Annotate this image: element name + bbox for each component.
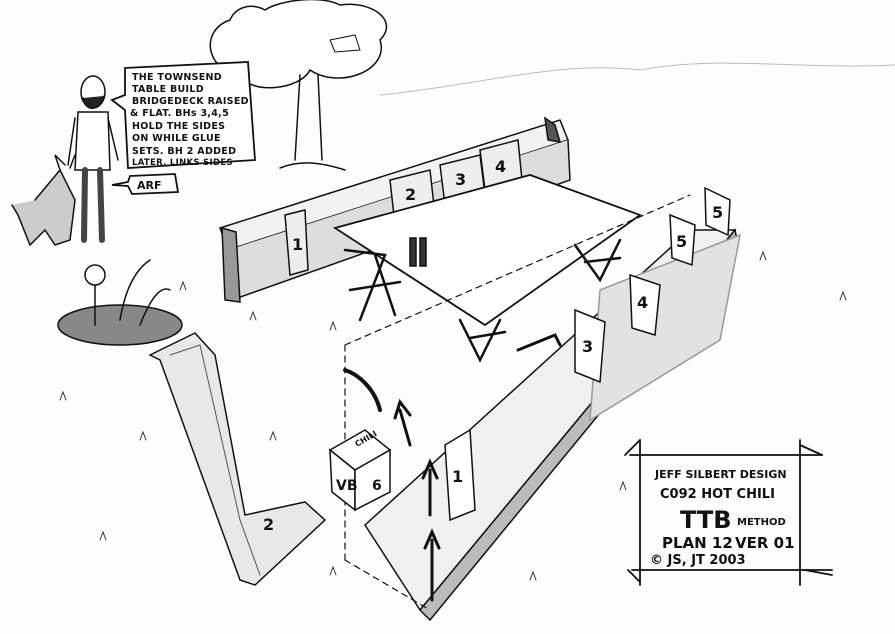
bubble-line: & FLAT. BHs 3,4,5: [130, 108, 229, 119]
bubble-line: ON WHILE GLUE: [132, 133, 221, 144]
crate-side-label: VB: [336, 478, 358, 494]
speech-bubble-text: THE TOWNSEND TABLE BUILD BRIDGEDECK RAIS…: [130, 72, 249, 168]
man-figure: [67, 75, 119, 243]
title-block: JEFF SILBERT DESIGN C092 HOT CHILI TTB M…: [650, 468, 795, 568]
crate: [328, 429, 392, 512]
hull-side-panel: [364, 186, 741, 622]
panel-label: 1: [452, 467, 463, 486]
bubble-line: SETS. BH 2 ADDED: [132, 146, 236, 157]
title-block-frame: [624, 439, 833, 586]
bubble-line: BRIDGEDECK RAISED: [132, 96, 249, 107]
panel-label: 1: [292, 235, 303, 254]
panel-label: 3: [455, 170, 466, 189]
crate-side2-label: 6: [372, 478, 382, 494]
flower-bed: [57, 259, 183, 346]
bubble-line: LATER, LINKS SIDES: [132, 158, 233, 168]
panel-label: 2: [405, 185, 416, 204]
panel-label: 5: [676, 232, 687, 251]
panel-label: 4: [495, 157, 506, 176]
copyright: © JS, JT 2003: [650, 553, 746, 568]
bridgedeck-table: [332, 174, 642, 363]
dog-figure: [11, 154, 76, 247]
tree: [209, 0, 388, 171]
bubble-line: THE TOWNSEND: [132, 72, 222, 83]
designer-label: JEFF SILBERT DESIGN: [654, 468, 787, 481]
speech-bubble: [110, 61, 256, 169]
method-big: TTB: [680, 506, 732, 534]
bow-piece: [148, 332, 327, 586]
bubble-line: TABLE BUILD: [132, 84, 204, 95]
plan-number: PLAN 12: [662, 534, 733, 552]
version-number: VER 01: [735, 534, 795, 552]
dog-speech-bubble: [111, 173, 180, 195]
method-small: METHOD: [737, 517, 786, 528]
panel-label: 5: [712, 203, 723, 222]
boat-name: C092 HOT CHILI: [660, 487, 775, 502]
bubble-line: HOLD THE SIDES: [132, 121, 225, 132]
dog-bubble-text: ARF: [137, 179, 162, 192]
panel-label: 2: [263, 515, 274, 534]
panel-label: 4: [637, 293, 648, 312]
panel-label: 3: [582, 337, 593, 356]
